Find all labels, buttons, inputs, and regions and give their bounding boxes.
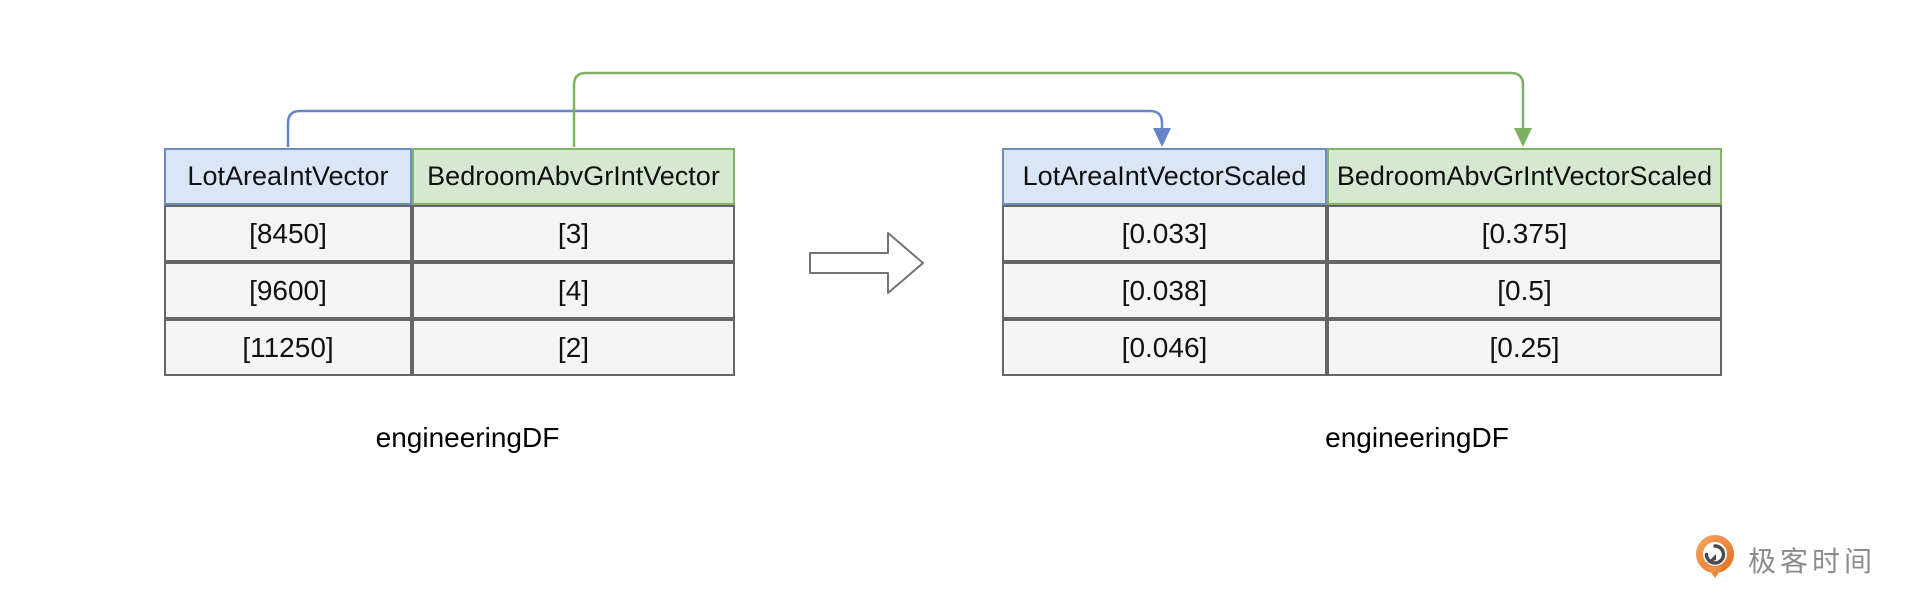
table-engineering-df-original: LotAreaIntVector BedroomAbvGrIntVector […: [164, 148, 735, 376]
column-header-lot-area-scaled: LotAreaIntVectorScaled: [1002, 148, 1327, 205]
table-row: [0.038] [0.5]: [1002, 262, 1722, 319]
left-table-caption: engineeringDF: [375, 422, 560, 453]
table-header-row: LotAreaIntVector BedroomAbvGrIntVector: [164, 148, 735, 205]
bedroom-mapping-arrowhead: [1514, 128, 1532, 147]
table-cell: [0.033]: [1002, 205, 1327, 262]
table-cell: [0.046]: [1002, 319, 1327, 376]
column-header-lot-area: LotAreaIntVector: [164, 148, 412, 205]
bedroom-mapping-connector: [572, 71, 1525, 147]
table-cell: [8450]: [164, 205, 412, 262]
table-cell: [0.25]: [1327, 319, 1722, 376]
table-row: [0.033] [0.375]: [1002, 205, 1722, 262]
brand-watermark: 极客时间: [1694, 534, 1876, 586]
table-cell: [0.5]: [1327, 262, 1722, 319]
table-header-row: LotAreaIntVectorScaled BedroomAbvGrIntVe…: [1002, 148, 1722, 205]
table-engineering-df-scaled: LotAreaIntVectorScaled BedroomAbvGrIntVe…: [1002, 148, 1722, 376]
table-row: [11250] [2]: [164, 319, 735, 376]
geektime-logo-icon: [1696, 535, 1734, 578]
column-header-bedroom: BedroomAbvGrIntVector: [412, 148, 735, 205]
table-row: [0.046] [0.25]: [1002, 319, 1722, 376]
table-cell: [9600]: [164, 262, 412, 319]
transform-arrow-icon: [809, 232, 924, 294]
table-cell: [3]: [412, 205, 735, 262]
table-cell: [4]: [412, 262, 735, 319]
table-cell: [0.038]: [1002, 262, 1327, 319]
table-row: [8450] [3]: [164, 205, 735, 262]
column-header-bedroom-scaled: BedroomAbvGrIntVectorScaled: [1327, 148, 1722, 205]
brand-text: 极客时间: [1748, 546, 1877, 577]
table-row: [9600] [4]: [164, 262, 735, 319]
right-table-caption: engineeringDF: [1325, 422, 1509, 453]
table-cell: [0.375]: [1327, 205, 1722, 262]
lot-area-mapping-connector: [286, 109, 1164, 147]
table-cell: [11250]: [164, 319, 412, 376]
table-cell: [2]: [412, 319, 735, 376]
lot-area-mapping-arrowhead: [1153, 128, 1171, 147]
